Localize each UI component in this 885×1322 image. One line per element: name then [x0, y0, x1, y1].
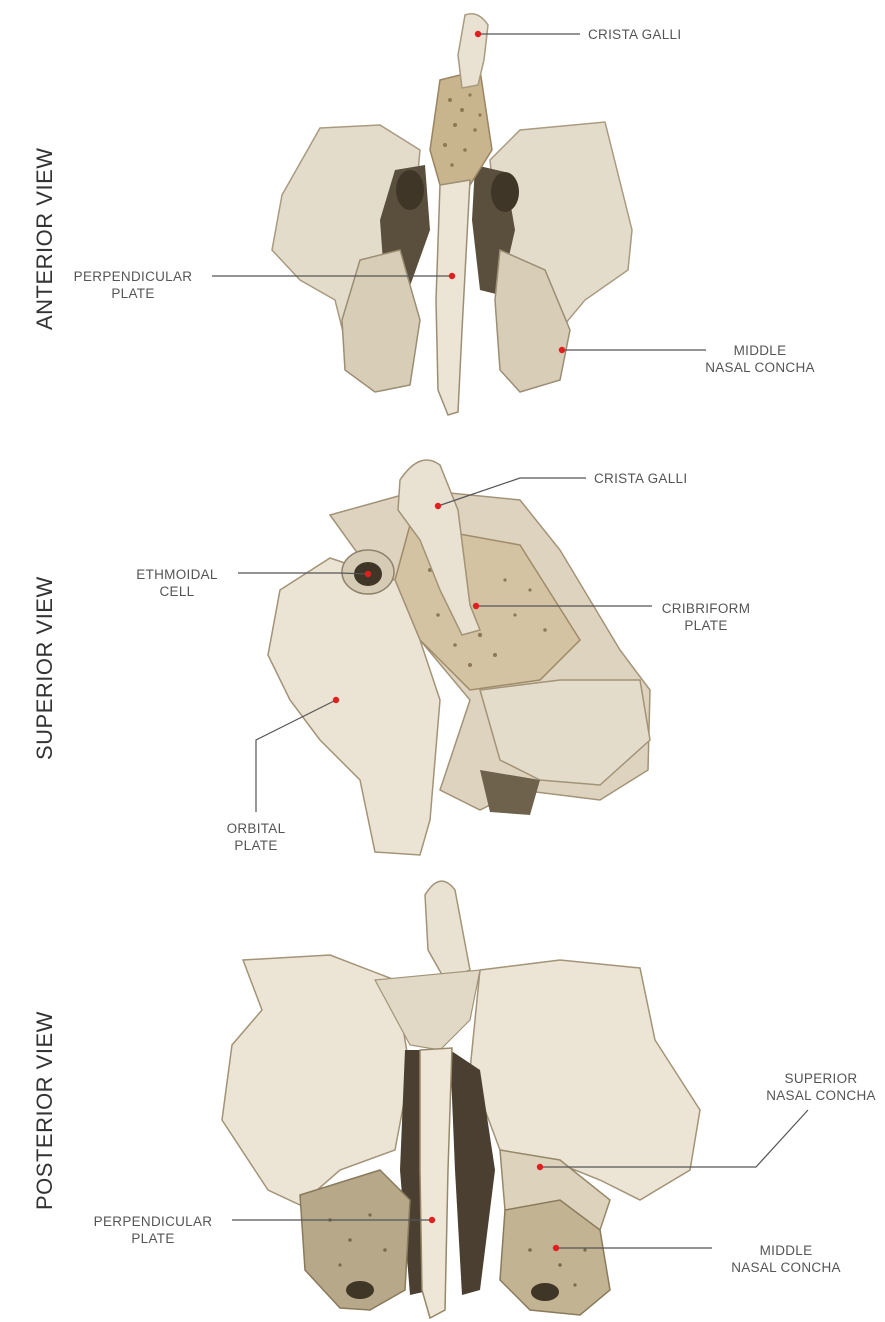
superior-ethmoid-illustration [0, 440, 885, 870]
perpendicular-plate-shape [420, 1048, 452, 1318]
posterior-view-panel: POSTERIOR VIEW [0, 870, 885, 1322]
perpendicular-plate-shape [436, 180, 470, 415]
label-crista-galli: CRISTA GALLI [588, 26, 681, 43]
anterior-view-panel: ANTERIOR VIEW [0, 0, 885, 430]
superior-view-panel: SUPERIOR VIEW [0, 440, 885, 870]
crista-galli-shape [458, 14, 488, 88]
label-crista-galli-superior: CRISTA GALLI [594, 470, 687, 487]
crista-galli-shape [425, 881, 470, 980]
